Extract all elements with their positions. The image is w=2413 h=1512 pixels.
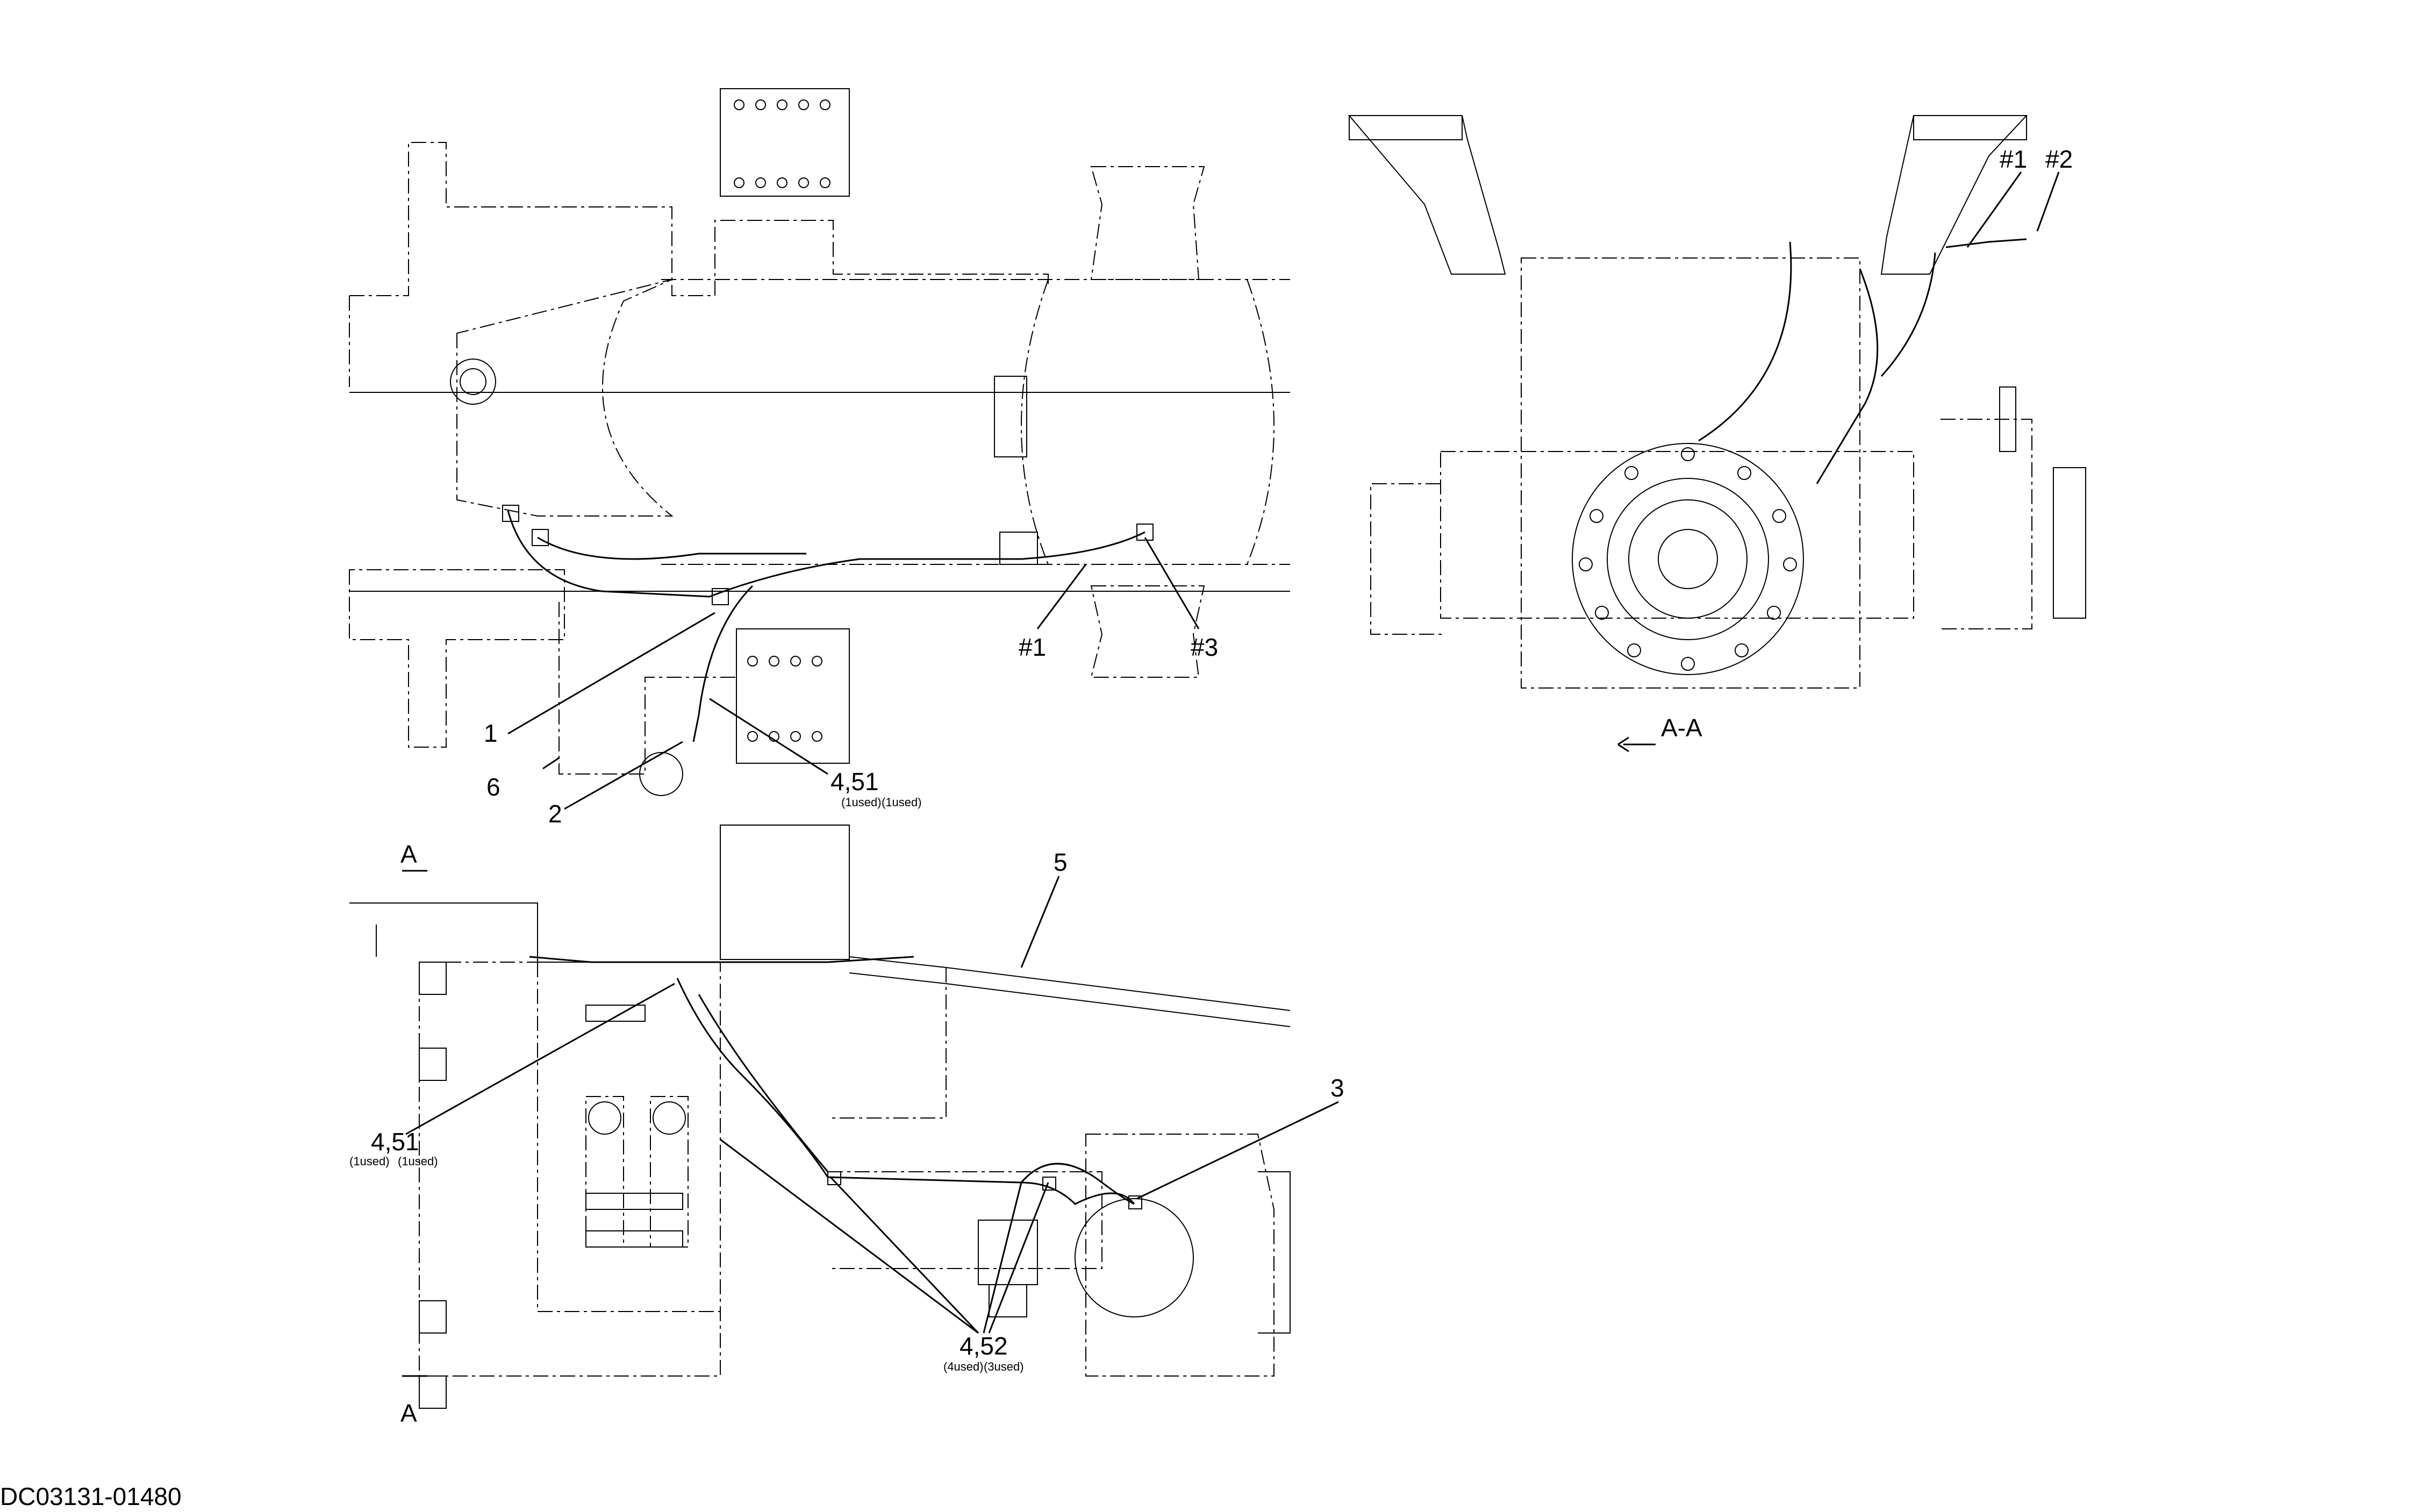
callout-hash1-section: #1: [2000, 145, 2027, 173]
callout-451-top-sub-a: (1used): [841, 796, 882, 809]
callout-451-bottom-sub-a: (1used): [349, 1155, 390, 1168]
callout-452: 4,52: [960, 1332, 1008, 1360]
section-view: [1348, 115, 2086, 689]
hub-bolts: [1579, 447, 1797, 671]
callout-452-sub-a: (4used): [943, 1360, 984, 1373]
callout-1: 1: [484, 719, 498, 747]
callout-hash3-top: #3: [1191, 633, 1218, 661]
top-view: [349, 88, 1290, 796]
section-view-leaders: [1617, 171, 2060, 753]
hydraulic-hose: [507, 510, 1145, 598]
wheel-hub-outer: [1572, 443, 1804, 675]
callout-6: 6: [486, 773, 500, 801]
callout-452-sub-b: (3used): [984, 1360, 1024, 1373]
callout-hash1-top: #1: [1019, 633, 1046, 661]
callout-451-bottom: 4,51: [371, 1128, 419, 1156]
callout-451-top: 4,51: [830, 768, 879, 796]
hydraulic-hose-side: [529, 956, 914, 963]
bottom-view: [349, 825, 1291, 1409]
section-label: A-A: [1661, 714, 1702, 742]
top-view-leaders: [507, 537, 1200, 810]
view-arrow-label-top: A: [400, 840, 417, 868]
callout-5: 5: [1054, 848, 1068, 876]
bottom-view-leaders: [402, 870, 1339, 1377]
view-arrow-label-bottom: A: [400, 1399, 417, 1427]
wheel-hub-side: [1075, 1198, 1194, 1317]
callout-3: 3: [1330, 1074, 1344, 1102]
callout-2: 2: [548, 800, 562, 828]
drawing-code: DC03131-01480: [0, 1482, 182, 1510]
callout-hash2-section: #2: [2045, 145, 2073, 173]
pivot-hole: [450, 359, 496, 405]
callout-451-bottom-sub-b: (1used): [398, 1155, 438, 1168]
callout-451-top-sub-b: (1used): [882, 796, 922, 809]
